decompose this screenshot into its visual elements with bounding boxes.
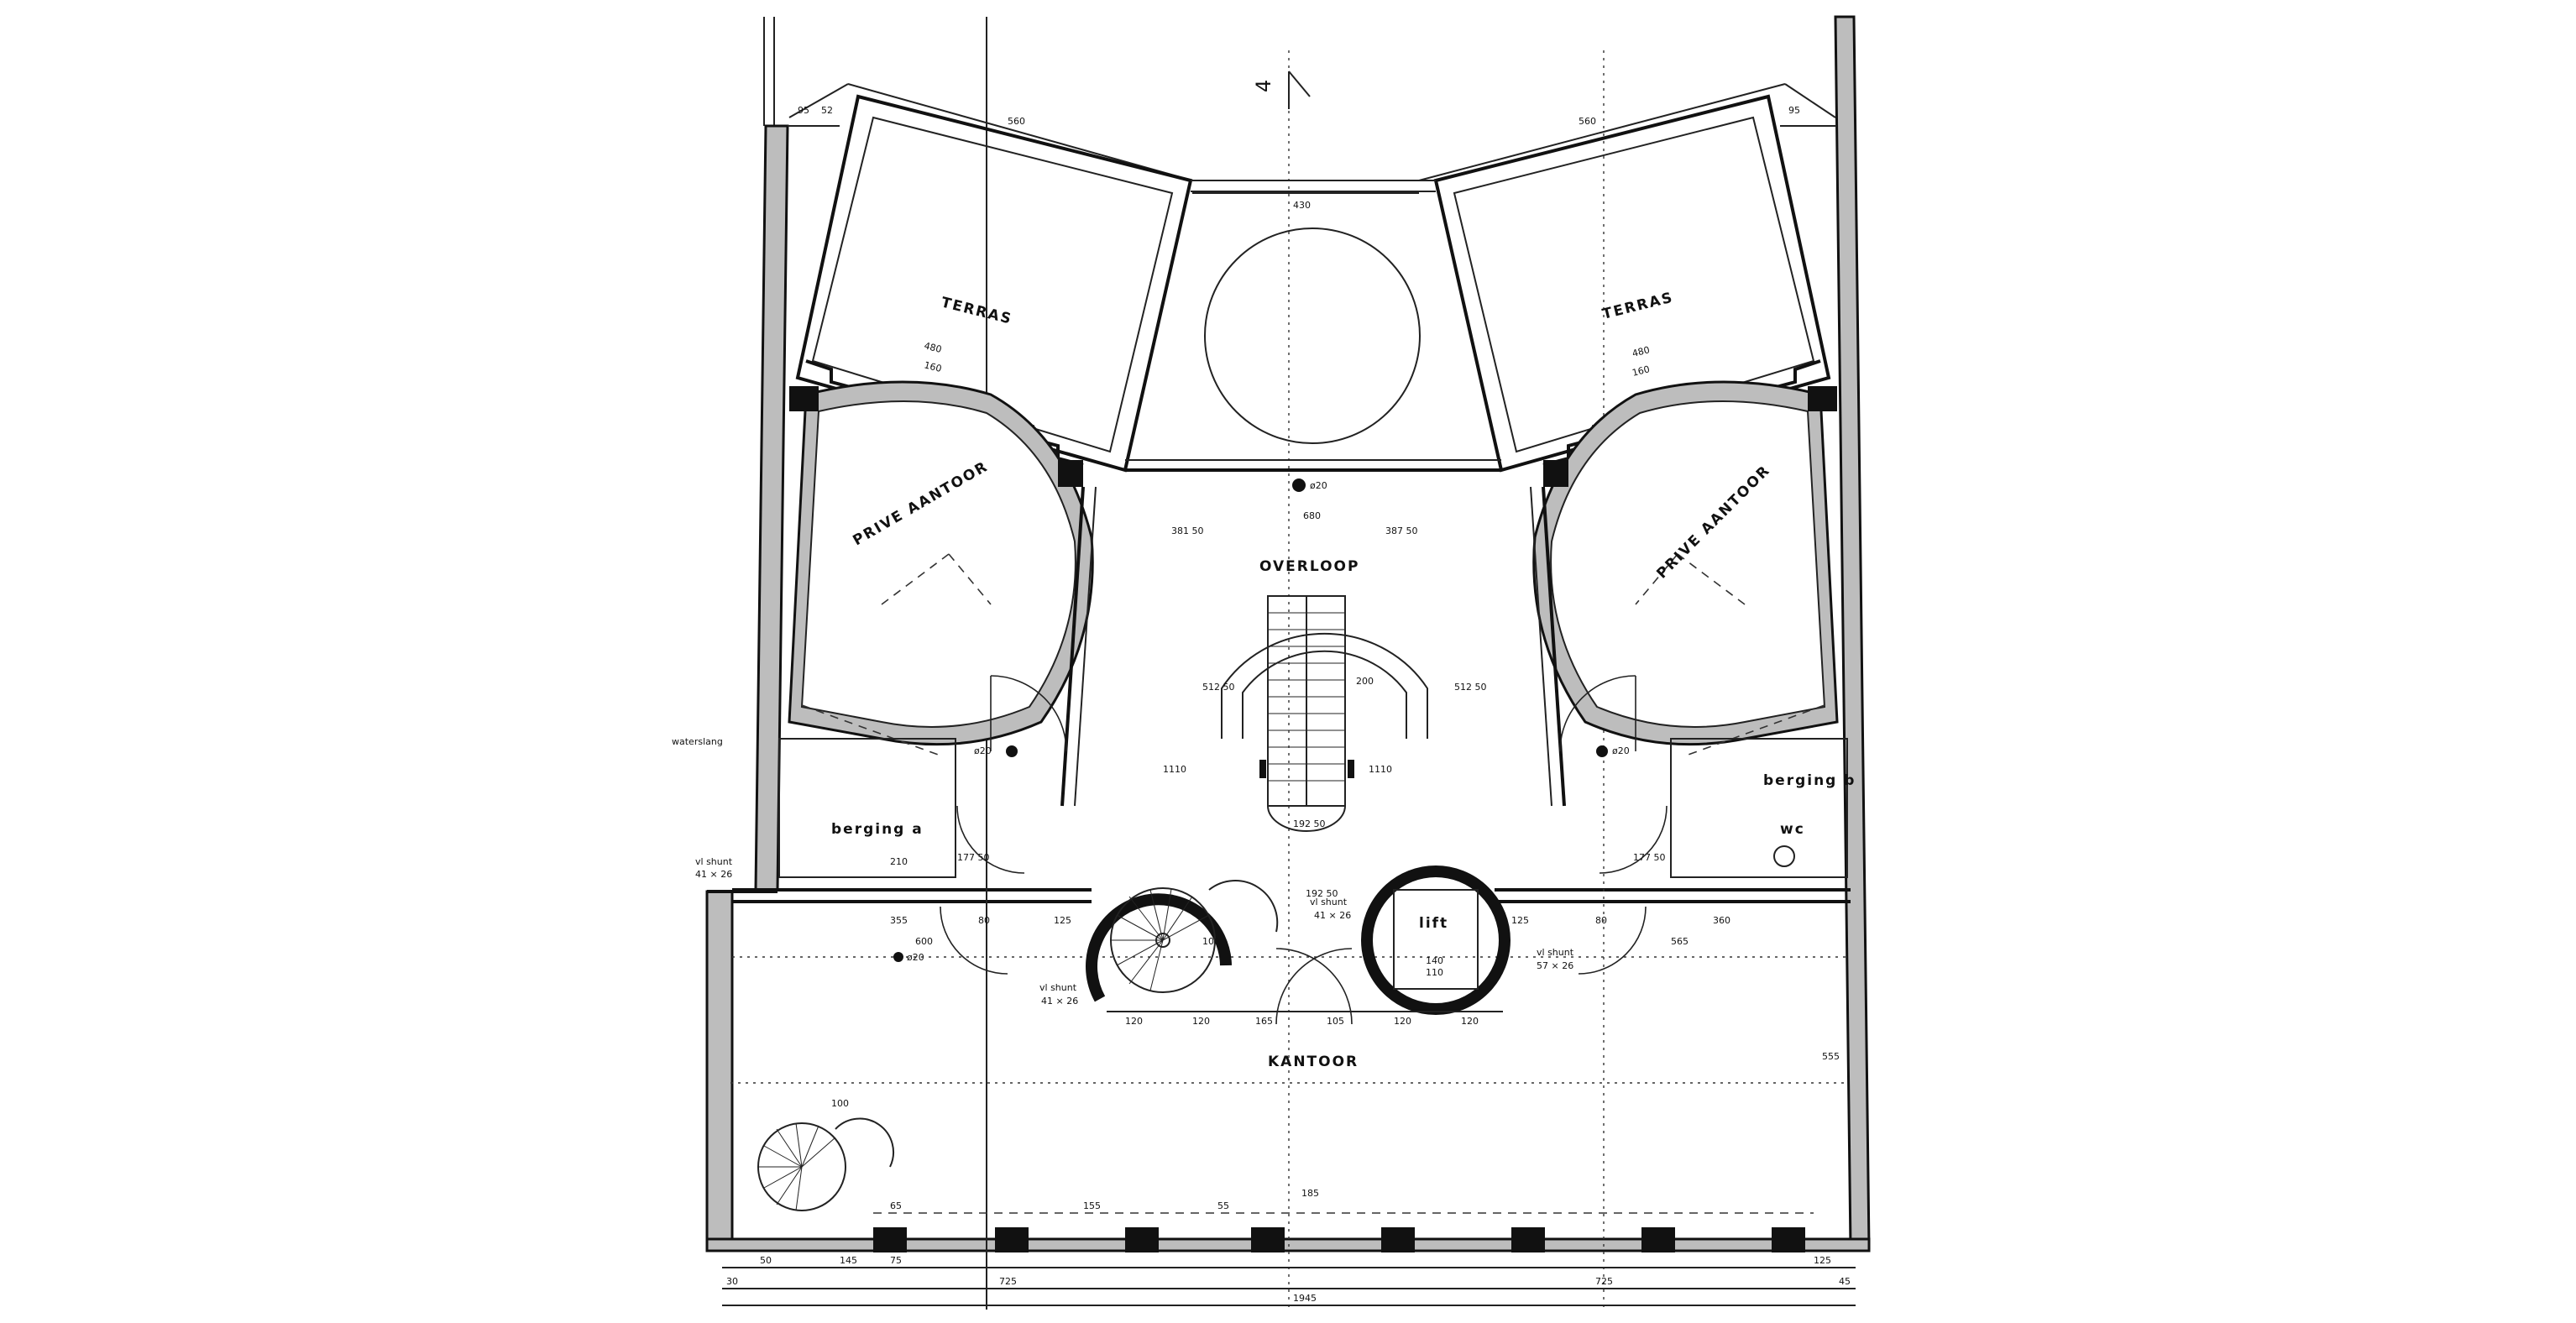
lift-core: lift 140 110 vl shunt 41 × 26	[1310, 865, 1511, 1015]
dim-terras-160-left: 160	[923, 359, 943, 374]
berging-a: berging a 210 177 50 waterslang vl shunt…	[672, 736, 1025, 880]
dim-phi20-c: ø20	[1310, 480, 1327, 491]
room-terras-left: TERRAS	[940, 294, 1014, 327]
dim-bottom-45: 45	[1839, 1276, 1851, 1287]
dim-200: 200	[1356, 676, 1374, 687]
label-shunt-left-size: 41 × 26	[1041, 996, 1078, 1007]
dim-top-left-560: 560	[1008, 116, 1025, 127]
label-shunt-mid: vl shunt	[1310, 897, 1348, 907]
dim-177-left: 177 50	[957, 852, 990, 863]
dim-192-bot: 192 50	[1306, 888, 1338, 899]
room-berging-b: berging b	[1763, 772, 1856, 789]
dim-125-right: 125	[1511, 915, 1529, 926]
dim-terras-160-right: 160	[1631, 363, 1652, 379]
label-shunt-right-size: 57 × 26	[1537, 960, 1573, 971]
dim-terras-480-right: 480	[1631, 344, 1652, 359]
dim-165: 165	[1255, 1016, 1273, 1027]
dim-phi20-a: ø20	[974, 745, 992, 756]
small-spiral-stair: 100	[757, 1098, 894, 1211]
kantoor: KANTOOR 355 360 125 125 80 80 600 565 12…	[890, 906, 1840, 1070]
dim-120-a: 120	[1125, 1016, 1143, 1027]
dim-top-right-560: 560	[1579, 116, 1596, 127]
room-terras-right: TERRAS	[1600, 289, 1675, 322]
dim-phi20-d: ø20	[907, 952, 924, 963]
dim-seg-50: 50	[760, 1255, 772, 1266]
dim-top-430: 430	[1293, 200, 1311, 211]
dim-overloop-387: 387 50	[1385, 526, 1418, 536]
dim-stair-512-right: 512 50	[1454, 682, 1487, 693]
dim-210: 210	[890, 856, 908, 867]
dim-80-left: 80	[978, 915, 990, 926]
dim-120-b: 120	[1192, 1016, 1210, 1027]
dim-overloop-680: 680	[1303, 510, 1321, 521]
dim-177-right: 177 50	[1633, 852, 1666, 863]
dim-seg-145: 145	[840, 1255, 857, 1266]
dim-bottom-725-right: 725	[1595, 1276, 1613, 1287]
label-shunt-mid-size: 41 × 26	[1314, 910, 1351, 921]
dim-192-top: 192 50	[1293, 818, 1326, 829]
dim-355-left: 355	[890, 915, 908, 926]
label-shunt-right: vl shunt	[1537, 947, 1574, 958]
dim-bottom-30: 30	[726, 1276, 738, 1287]
dim-left-52: 52	[821, 105, 833, 116]
dim-phi20-b: ø20	[1612, 745, 1630, 756]
dim-1110-left: 1110	[1163, 764, 1186, 775]
dim-seg-75: 75	[890, 1255, 902, 1266]
dim-overloop-381: 381 50	[1171, 526, 1204, 536]
dim-80-right: 80	[1595, 915, 1607, 926]
label-shunt-far-left: vl shunt	[695, 856, 733, 867]
dim-seg-155: 155	[1083, 1200, 1101, 1211]
dim-120-d: 120	[1461, 1016, 1479, 1027]
dim-1110-right: 1110	[1369, 764, 1392, 775]
facade-piers	[873, 1212, 1814, 1252]
room-berging-a: berging a	[831, 821, 924, 838]
dim-lift-140: 140	[1426, 955, 1443, 966]
dim-555: 555	[1822, 1051, 1840, 1062]
dim-bottom-725-left: 725	[999, 1276, 1017, 1287]
dim-125-left: 125	[1054, 915, 1071, 926]
bottom-dimensions: 50 145 75 155 65 55 125 185 725 725 1945…	[722, 952, 1856, 1306]
central-void	[1125, 180, 1501, 472]
dim-seg-55: 55	[1217, 1200, 1229, 1211]
north-label: 4	[1252, 80, 1275, 92]
dim-565: 565	[1671, 936, 1689, 947]
room-lift: lift	[1419, 915, 1448, 932]
dim-360-right: 360	[1713, 915, 1730, 926]
dim-100-spiral: 100	[831, 1098, 849, 1109]
berging-b: berging b wc 177 50	[1599, 738, 1856, 878]
dim-100-stair: 100	[1202, 936, 1220, 947]
prive-office-right: PRIVE AANTOOR ø20	[1532, 380, 1839, 757]
label-shunt-left: vl shunt	[1039, 982, 1077, 993]
dim-bottom-185: 185	[1301, 1188, 1319, 1199]
dim-seg-65: 65	[890, 1200, 902, 1211]
stair-treads	[1268, 612, 1345, 782]
top-dimensions: 560 560 430 95 52 95	[788, 83, 1836, 211]
dim-600: 600	[915, 936, 933, 947]
dim-seg-125: 125	[1814, 1255, 1831, 1266]
dim-105: 105	[1327, 1016, 1344, 1027]
dim-bottom-total: 1945	[1293, 1293, 1317, 1304]
room-overloop: OVERLOOP	[1259, 558, 1359, 575]
dim-stair-512-left: 512 50	[1202, 682, 1235, 693]
overloop: OVERLOOP 680 381 50 387 50 ø20 512 50 51…	[1163, 478, 1487, 899]
room-wc: wc	[1780, 821, 1805, 838]
north-marker: 4	[1252, 71, 1311, 109]
room-kantoor: KANTOOR	[1268, 1054, 1359, 1070]
dim-terras-480-left: 480	[923, 340, 943, 355]
dim-right-95: 95	[1788, 105, 1800, 116]
spiral-stair-core: 100 vl shunt 41 × 26	[1039, 880, 1353, 1025]
label-shunt-far-left-size: 41 × 26	[695, 869, 732, 880]
dim-lift-110: 110	[1426, 967, 1443, 978]
landing-walls	[990, 486, 1636, 807]
dim-120-c: 120	[1394, 1016, 1411, 1027]
dim-left-95: 95	[798, 105, 809, 116]
outer-walls	[705, 15, 1871, 1252]
label-waterslang: waterslang	[672, 736, 723, 747]
prive-office-left: PRIVE AANTOOR ø20	[788, 380, 1094, 757]
